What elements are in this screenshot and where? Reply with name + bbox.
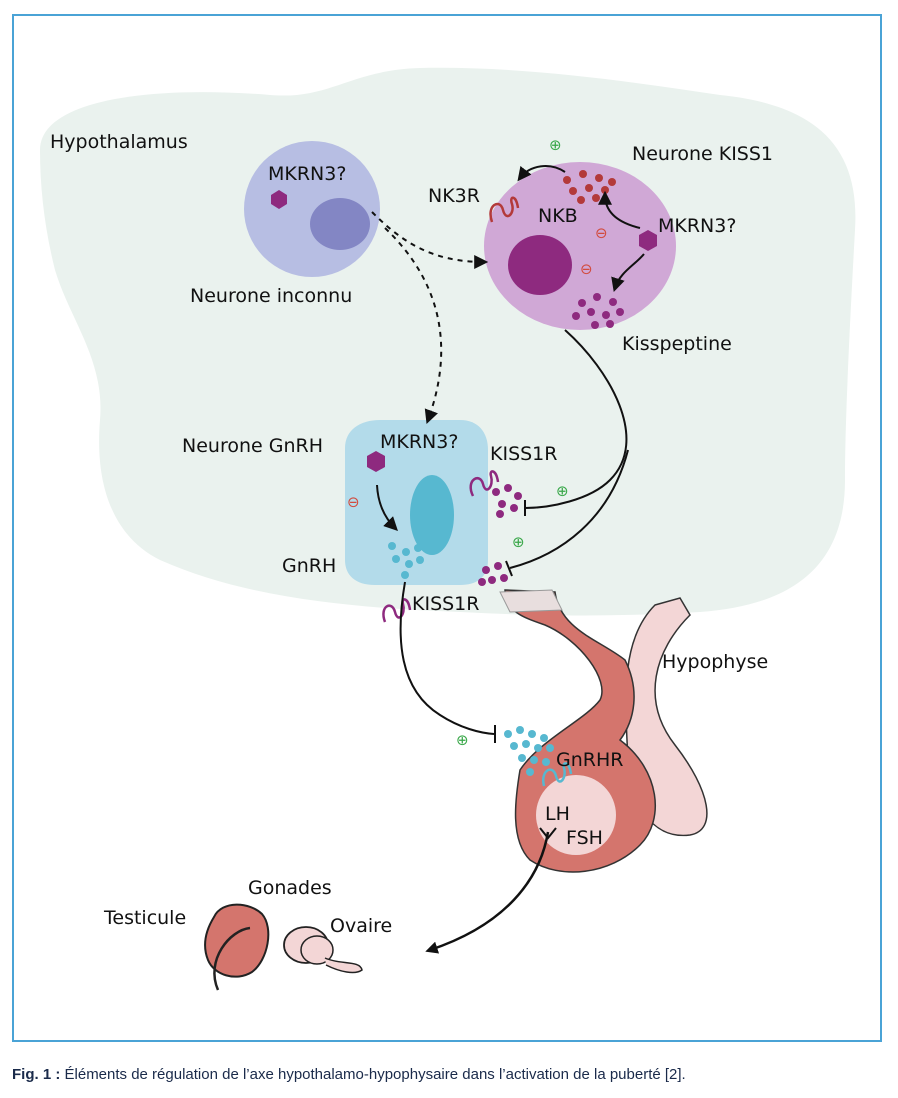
gnrhr-receptor-icon bbox=[542, 762, 573, 787]
plus-gnrhr: ⊕ bbox=[456, 731, 469, 749]
label-fsh: FSH bbox=[566, 827, 603, 849]
label-neurone-gnrh: Neurone GnRH bbox=[182, 435, 323, 457]
label-mkrn3-kiss1: MKRN3? bbox=[658, 215, 736, 237]
kisspeptin-axon-2 bbox=[509, 449, 629, 569]
label-mkrn3-gnrh: MKRN3? bbox=[380, 431, 458, 453]
gnrh-axon bbox=[399, 581, 495, 735]
label-neurone-kiss1: Neurone KISS1 bbox=[632, 143, 773, 165]
arrow-mkrn3-to-nkb bbox=[598, 190, 641, 229]
label-gnrh: GnRH bbox=[282, 555, 336, 577]
kisspeptin-axon-1 bbox=[524, 329, 628, 509]
label-ovaire: Ovaire bbox=[330, 915, 392, 937]
label-gnrhr: GnRHR bbox=[556, 749, 623, 771]
figure-caption: Fig. 1 : Éléments de régulation de l’axe… bbox=[12, 1066, 686, 1083]
label-testicule: Testicule bbox=[103, 907, 186, 929]
kisspeptin-dots bbox=[572, 293, 624, 329]
label-gonades: Gonades bbox=[248, 877, 332, 899]
minus-kisspeptin: ⊖ bbox=[580, 260, 593, 278]
gnrh-dots-neuron bbox=[388, 542, 424, 579]
label-kiss1r-top: KISS1R bbox=[490, 443, 557, 465]
ovaire-inner bbox=[300, 935, 334, 965]
kisspeptin-axon-2-bar bbox=[505, 560, 513, 577]
mkrn3-hexagon-gnrh bbox=[367, 451, 385, 472]
caption-text: Éléments de régulation de l’axe hypothal… bbox=[60, 1066, 686, 1083]
label-mkrn3-unknown: MKRN3? bbox=[268, 163, 346, 185]
kiss1-neuron-nucleus bbox=[508, 235, 572, 295]
label-nkb: NKB bbox=[538, 205, 578, 227]
label-hypothalamus: Hypothalamus bbox=[50, 131, 188, 153]
kiss1r-receptor-icon-top bbox=[469, 470, 500, 497]
mkrn3-hexagon-unknown bbox=[271, 190, 287, 209]
plus-kiss1r-top: ⊕ bbox=[556, 482, 569, 500]
label-hypophyse: Hypophyse bbox=[662, 651, 768, 673]
label-lh: LH bbox=[545, 803, 570, 825]
testicule-duct bbox=[213, 926, 251, 991]
lh-fsh-arrow-to-gonads bbox=[425, 831, 550, 954]
label-nk3r: NK3R bbox=[428, 185, 480, 207]
kisspeptin-dots-gnrh-top bbox=[492, 484, 522, 518]
arrow-nkb-to-nk3r bbox=[517, 165, 566, 182]
label-kiss1r-bottom: KISS1R bbox=[412, 593, 479, 615]
plus-nkb: ⊕ bbox=[549, 136, 562, 154]
testicule-shape bbox=[204, 903, 270, 978]
unknown-neuron-nucleus bbox=[310, 198, 370, 250]
gnrh-neuron-nucleus bbox=[410, 475, 454, 555]
label-neurone-inconnu: Neurone inconnu bbox=[190, 285, 352, 307]
mkrn3-hexagon-kiss1 bbox=[639, 230, 657, 251]
ovaire-tube bbox=[324, 957, 363, 974]
nk3r-receptor-icon bbox=[489, 196, 520, 223]
dashed-arrow-to-kiss1 bbox=[371, 211, 489, 269]
kisspeptin-dots-gnrh-bottom bbox=[478, 562, 508, 586]
lh-fsh-fork bbox=[539, 827, 557, 840]
lh-fsh-cell bbox=[536, 775, 616, 855]
pituitary-stalk-top bbox=[499, 589, 563, 613]
dashed-arrow-to-gnrh bbox=[384, 227, 443, 424]
plus-kiss1r-bottom: ⊕ bbox=[512, 533, 525, 551]
minus-gnrh: ⊖ bbox=[347, 493, 360, 511]
label-kisspeptine: Kisspeptine bbox=[622, 333, 732, 355]
arrow-mkrn3-to-kisspeptin bbox=[611, 253, 645, 293]
gnrh-dots-pituitary bbox=[504, 726, 554, 776]
figure-frame bbox=[12, 14, 882, 1042]
minus-nkb: ⊖ bbox=[595, 224, 608, 242]
caption-prefix: Fig. 1 : bbox=[12, 1066, 61, 1083]
arrow-mkrn3-gnrh bbox=[376, 484, 398, 531]
